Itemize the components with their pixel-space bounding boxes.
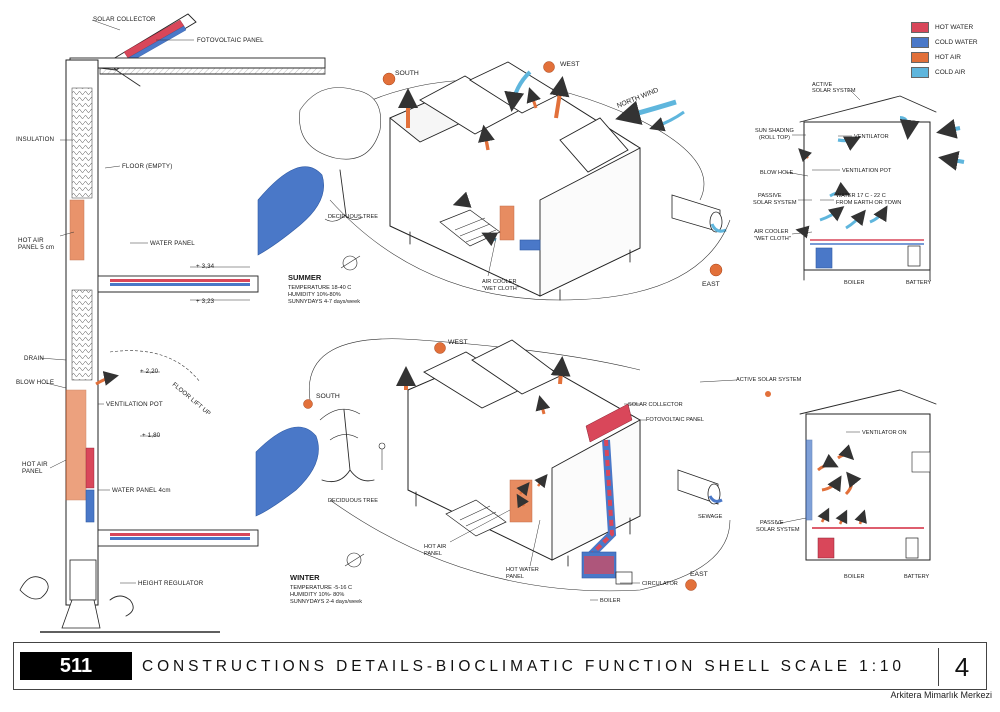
summer-section-air-cooler-label-1: AIR COOLER: [754, 229, 789, 235]
winter-solar-collector-label: SOLAR COLLECTOR: [628, 402, 683, 408]
winter-passive-solar-label-2: SOLAR SYSTEM: [756, 527, 800, 533]
hot-water-panel-label-1: HOT WATER: [506, 567, 539, 573]
winter-section: ACTIVE SOLAR SYSTEM VENTILATOR ON PASSIV…: [699, 377, 937, 580]
color-legend: HOT WATER COLD WATER HOT AIR COLD AIR: [911, 20, 978, 80]
legend-item-hot-water: HOT WATER: [911, 20, 978, 35]
summer-ventilator-label: VENTILATOR: [854, 134, 889, 140]
summer-battery-label: BATTERY: [906, 280, 932, 286]
summer-blow-hole-label: BLOW HOLE: [760, 170, 794, 176]
floor-lift-up-label: FLOOR LIFT UP: [171, 381, 212, 417]
summer-passive-solar-label-2: SOLAR SYSTEM: [753, 200, 797, 206]
sewage-label: SEWAGE: [698, 514, 723, 520]
water-panel-label: WATER PANEL: [150, 240, 195, 247]
summer-title: SUMMER: [288, 273, 322, 282]
winter-sunnydays: SUNNYDAYS 2-4 days/week: [290, 599, 362, 605]
hot-air-panel-label-2: PANEL: [22, 468, 43, 475]
summer-active-solar-label-2: SOLAR SYSTEM: [812, 88, 856, 94]
page-number-badge: 511: [20, 652, 132, 680]
winter-section-boiler-label: BOILER: [844, 574, 865, 580]
pv-panel-label: FOTOVOLTAIC PANEL: [197, 37, 264, 44]
drain-label: DRAIN: [24, 355, 44, 362]
winter-humidity: HUMIDITY 10%- 80%: [290, 592, 344, 598]
level-323-label: + 3,23: [196, 298, 215, 305]
summer-humidity: HUMIDITY 10%-80%: [288, 292, 341, 298]
sun-shading-label-2: (ROLL TOP): [759, 135, 790, 141]
sheet-title: CONSTRUCTIONS DETAILS-BIOCLIMATIC FUNCTI…: [142, 658, 905, 675]
summer-active-solar-label-1: ACTIVE: [812, 82, 832, 88]
floor-empty-label: FLOOR (EMPTY): [122, 163, 172, 170]
legend-label-cold-water: COLD WATER: [935, 39, 978, 46]
level-220-label: + 2,20: [140, 368, 159, 375]
summer-passive-solar-label-1: PASSIVE: [758, 193, 782, 199]
title-block: [13, 642, 987, 690]
summer-boiler-label: BOILER: [844, 280, 865, 286]
summer-air-cooler-label-1: AIR COOLER: [482, 279, 517, 285]
legend-item-hot-air: HOT AIR: [911, 50, 978, 65]
winter-hot-air-panel-label-2: PANEL: [424, 551, 442, 557]
credit-text: Arkitera Mimarlık Merkezi: [890, 690, 992, 700]
summer-east-label: EAST: [702, 281, 720, 288]
legend-swatch-hot-air: [911, 52, 929, 63]
winter-passive-solar-label-1: PASSIVE: [760, 520, 784, 526]
solar-collector-graphic: [99, 13, 197, 87]
winter-section-battery-label: BATTERY: [904, 574, 930, 580]
summer-perspective: SOUTH WEST NORTH WIND EAST DECIDUOUS TRE…: [257, 61, 731, 305]
summer-section: ACTIVE SOLAR SYSTEM SUN SHADING (ROLL TO…: [753, 82, 965, 286]
blow-hole-label: BLOW HOLE: [16, 379, 54, 386]
winter-perspective: WEST SOUTH EAST SOLAR COLLECTOR FOTOVOLT…: [255, 338, 731, 605]
hot-water-panel-label-2: PANEL: [506, 574, 524, 580]
sheet-number: 4: [938, 648, 985, 686]
winter-title: WINTER: [290, 573, 320, 582]
winter-active-solar-label: ACTIVE SOLAR SYSTEM: [736, 377, 802, 383]
winter-boiler-label: BOILER: [600, 598, 621, 604]
summer-deciduous-tree-label: DECIDUOUS TREE: [328, 214, 378, 220]
wall-section-detail: SOLAR COLLECTOR FOTOVOLTAIC PANEL INSULA…: [16, 13, 326, 633]
legend-label-hot-water: HOT WATER: [935, 24, 974, 31]
summer-ventilation-pot-label: VENTILATION POT: [842, 168, 892, 174]
insulation-label: INSULATION: [16, 136, 54, 143]
level-334-label: + 3,34: [196, 263, 215, 270]
sun-shading-label-1: SUN SHADING: [755, 128, 794, 134]
winter-east-label: EAST: [690, 571, 708, 578]
summer-south-label: SOUTH: [395, 70, 419, 77]
legend-item-cold-air: COLD AIR: [911, 65, 978, 80]
legend-label-cold-air: COLD AIR: [935, 69, 966, 76]
water-panel-4cm-label: WATER PANEL 4cm: [112, 487, 171, 494]
hot-air-panel-5cm-label-1: HOT AIR: [18, 237, 44, 244]
winter-south-label: SOUTH: [316, 393, 340, 400]
water-temp-label-1: WATER 17 C - 22 C: [836, 193, 886, 199]
ventilator-on-label: VENTILATOR ON: [862, 430, 907, 436]
summer-section-air-cooler-label-2: "WET CLOTH": [754, 236, 791, 242]
summer-sunnydays: SUNNYDAYS 4-7 days/week: [288, 299, 360, 305]
level-180-label: + 1,80: [142, 432, 161, 439]
height-regulator-label: HEIGHT REGULATOR: [138, 580, 204, 587]
legend-label-hot-air: HOT AIR: [935, 54, 961, 61]
legend-swatch-hot-water: [911, 22, 929, 33]
summer-west-label: WEST: [560, 61, 580, 68]
summer-temperature: TEMPERATURE 18-40 C: [288, 285, 351, 291]
winter-west-label: WEST: [448, 339, 468, 346]
legend-swatch-cold-water: [911, 37, 929, 48]
legend-swatch-cold-air: [911, 67, 929, 78]
legend-item-cold-water: COLD WATER: [911, 35, 978, 50]
winter-deciduous-tree-label: DECIDUOUS TREE: [328, 498, 378, 504]
ventilation-pot-label: VENTILATION POT: [106, 401, 163, 408]
winter-pv-panel-label: FOTOVOLTAIC PANEL: [646, 417, 704, 423]
solar-collector-label: SOLAR COLLECTOR: [93, 16, 156, 23]
winter-temperature: TEMPERATURE -5-16 C: [290, 585, 352, 591]
water-temp-label-2: FROM EARTH OR TOWN: [836, 200, 901, 206]
winter-hot-air-panel-label-1: HOT AIR: [424, 544, 446, 550]
circulator-label: CIRCULATOR: [642, 581, 678, 587]
hot-air-panel-5cm-label-2: PANEL 5 cm: [18, 244, 54, 251]
hot-air-panel-label-1: HOT AIR: [22, 461, 48, 468]
summer-air-cooler-label-2: "WET CLOTH": [482, 286, 519, 292]
